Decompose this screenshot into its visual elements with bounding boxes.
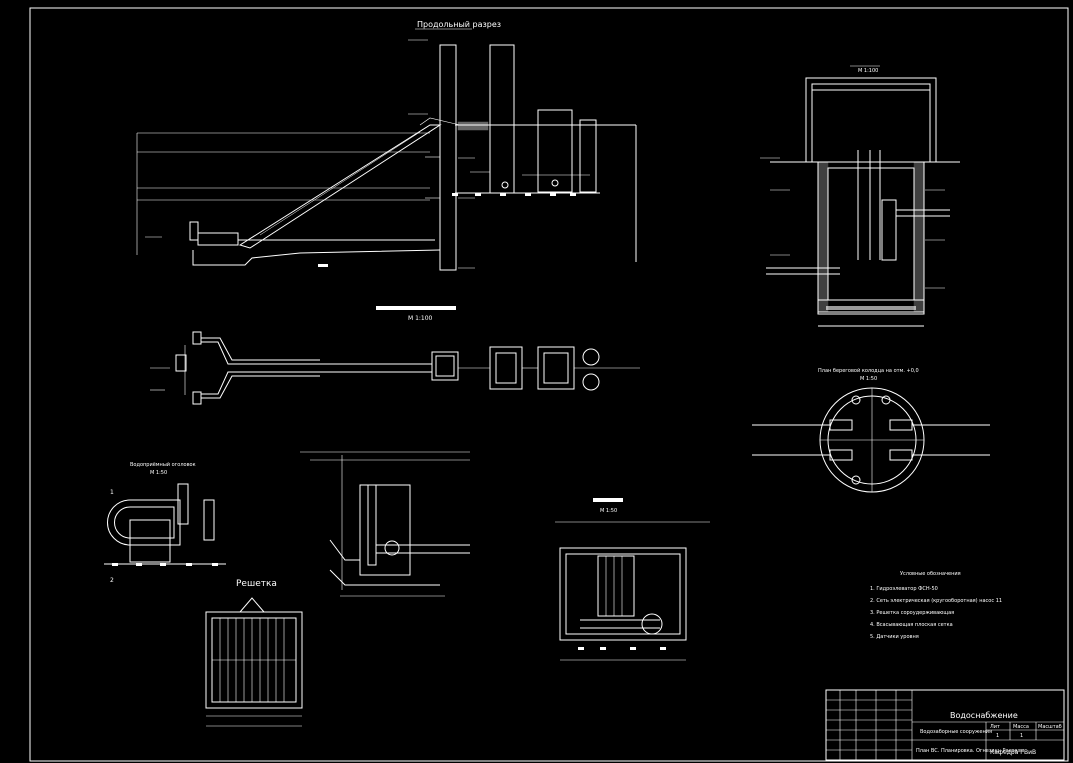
legend: Условные обозначения 1. Гидроэлеватор ФС… — [870, 571, 1002, 640]
legend-item-4: 4. Всасывающая плоская сетка — [870, 622, 953, 628]
stamp-sheet-no: 1 — [996, 733, 999, 739]
plan-view — [150, 331, 640, 405]
scale-label-2: М 1:100 — [858, 68, 878, 74]
stamp-col-scale: Масштаб — [1038, 724, 1062, 730]
stamp-col-lit: Лит — [990, 724, 1000, 730]
stamp-sheet-name: Водозаборные сооружения — [920, 729, 992, 735]
legend-item-1: 1. Гидроэлеватор ФСН-50 — [870, 586, 938, 592]
sheet-frame — [29, 7, 1069, 762]
scale-label-3: М 1:50 — [860, 376, 877, 382]
grating: Решетка — [205, 579, 303, 727]
pump-room: М 1:50 — [555, 498, 710, 661]
stamp-sheet-desc: План ВС. Планировка. Огнезащ. Разрезы. — [916, 748, 1026, 754]
scale-label-1: М 1:100 — [408, 315, 433, 322]
section-mark-2: 2 — [110, 577, 114, 584]
legend-item-2: 2. Сеть электрическая (кругооборотная) н… — [870, 598, 1002, 604]
section-title-1: Продольный разрез — [417, 20, 501, 29]
well-plan: План береговой колодца на отм. +0,0 М 1:… — [752, 367, 990, 493]
longitudinal-section: Продольный разрез — [136, 20, 637, 322]
title-stamp: Водоснабжение Водозаборные сооружения Ли… — [825, 689, 1065, 761]
scale-label-4: М 1:50 — [150, 470, 167, 476]
legend-item-5: 5. Датчики уровня — [870, 634, 919, 640]
stamp-department: Кафедра ГВиВ — [990, 749, 1036, 756]
well-section: М 1:100 — [760, 65, 960, 327]
intake-head-title: Водоприёмный оголовок — [130, 461, 196, 468]
scale-label-5: М 1:50 — [600, 508, 617, 514]
legend-title: Условные обозначения — [900, 571, 961, 577]
section-mark-1: 1 — [110, 489, 114, 496]
intake-head: Водоприёмный оголовок М 1:50 1 2 — [104, 461, 226, 584]
stamp-col-mass: Масса — [1013, 724, 1029, 730]
intake-section — [300, 451, 470, 597]
stamp-project: Водоснабжение — [950, 711, 1018, 720]
plan-title: План береговой колодца на отм. +0,0 — [818, 367, 919, 374]
grating-title: Решетка — [236, 579, 277, 589]
stamp-sheets-total: 1 — [1020, 733, 1023, 739]
legend-item-3: 3. Решетка сороудерживающая — [870, 610, 954, 616]
